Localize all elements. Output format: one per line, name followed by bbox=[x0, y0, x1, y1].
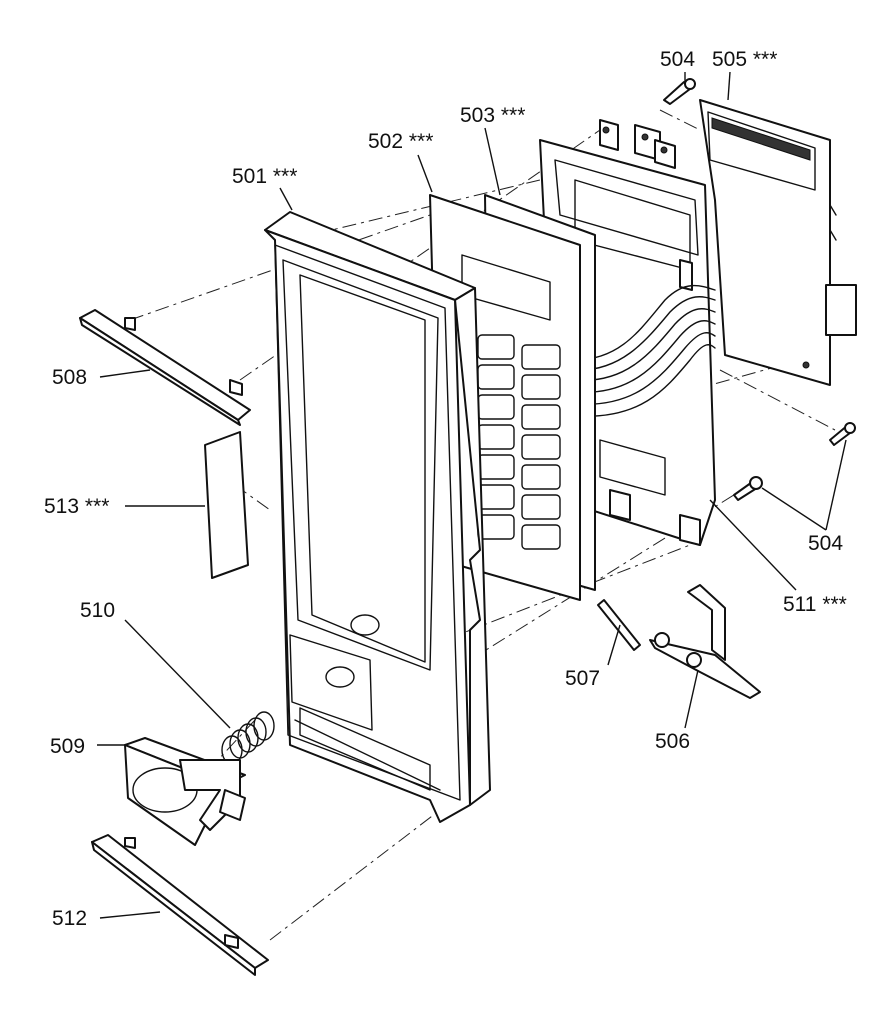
screw-504-right bbox=[829, 422, 856, 446]
label-512: 512 bbox=[52, 907, 87, 930]
ribbon-cable bbox=[574, 284, 716, 418]
label-505: 505 *** bbox=[712, 48, 777, 71]
label-511: 511 *** bbox=[783, 593, 847, 616]
part-labels: 501 *** 502 *** 503 *** 504 505 *** 508 … bbox=[44, 48, 847, 930]
window-strip-513 bbox=[204, 431, 249, 579]
leader-lines bbox=[97, 71, 847, 919]
door-frame-501 bbox=[264, 211, 491, 823]
lever-506 bbox=[649, 584, 761, 699]
label-503: 503 *** bbox=[460, 104, 525, 127]
label-506: 506 bbox=[655, 730, 690, 753]
label-501: 501 *** bbox=[232, 165, 297, 188]
screw-504-lower bbox=[733, 476, 763, 501]
label-504-side: 504 bbox=[808, 532, 843, 555]
label-509: 509 bbox=[50, 735, 85, 758]
label-510: 510 bbox=[80, 599, 115, 622]
pin-507 bbox=[597, 599, 641, 651]
spring-510 bbox=[221, 711, 275, 765]
trim-bar-508 bbox=[79, 309, 251, 426]
label-507: 507 bbox=[565, 667, 600, 690]
screw-504-top bbox=[663, 78, 696, 105]
label-513: 513 *** bbox=[44, 495, 109, 518]
label-504-top: 504 bbox=[660, 48, 695, 71]
circuit-board-505 bbox=[699, 99, 857, 386]
label-508: 508 bbox=[52, 366, 87, 389]
trim-bar-512 bbox=[91, 834, 269, 976]
label-502: 502 *** bbox=[368, 130, 433, 153]
latch-button-509 bbox=[124, 737, 246, 846]
